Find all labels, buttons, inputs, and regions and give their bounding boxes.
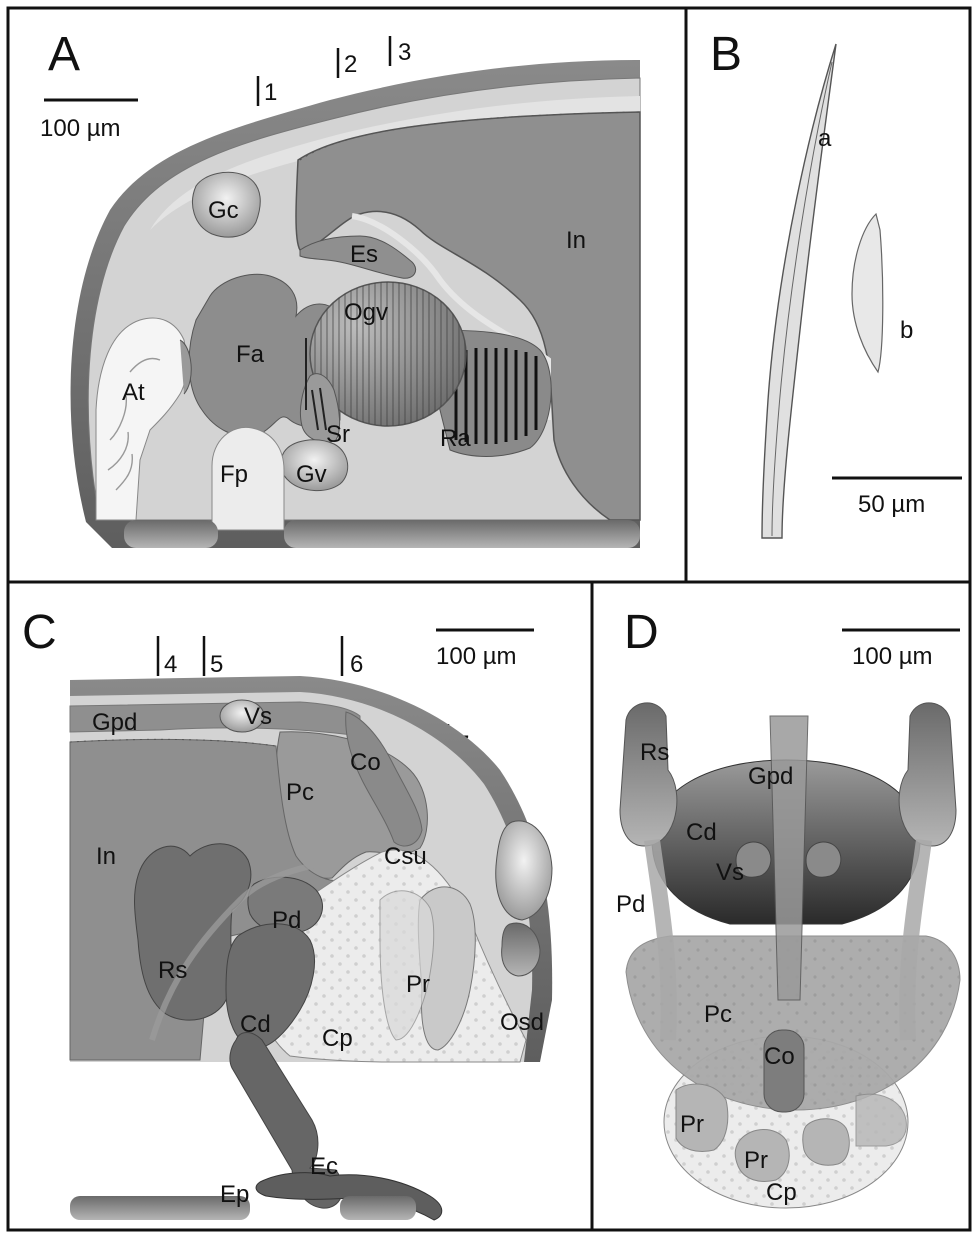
- section-label-4: 4: [164, 651, 177, 678]
- panel-c-bottom-wall-right: [340, 1196, 416, 1220]
- panel-b-label-a: a: [818, 125, 832, 152]
- panel-d-label-rs: Rs: [640, 739, 669, 766]
- panel-d-label-pr-center: Pr: [744, 1147, 768, 1174]
- panel-c-label-in: In: [96, 843, 116, 870]
- panel-a-label-at: At: [122, 379, 145, 406]
- panel-d-label-cd: Cd: [686, 819, 717, 846]
- panel-a-label: A: [48, 28, 80, 81]
- section-label-1: 1: [264, 79, 277, 106]
- panel-c-label-ep: Ep: [220, 1181, 249, 1208]
- panel-d-rs-left: [620, 703, 677, 846]
- panel-a-label-gv: Gv: [296, 461, 327, 488]
- panel-b-scale-text: 50 µm: [858, 491, 925, 518]
- panel-a-label-ogv: Ogv: [344, 299, 388, 326]
- panel-b-spicule-a: [762, 44, 836, 538]
- panel-a-label-es: Es: [350, 241, 378, 268]
- panel-c-label-cp: Cp: [322, 1025, 353, 1052]
- panel-c-label-osd: Osd: [500, 1009, 544, 1036]
- panel-c-label-pd: Pd: [272, 907, 301, 934]
- panel-c-label: C: [22, 606, 57, 659]
- section-label-2: 2: [344, 51, 357, 78]
- panel-b: B a b 50 µm: [710, 28, 962, 538]
- panel-a-label-ra: Ra: [440, 425, 471, 452]
- section-label-5: 5: [210, 651, 223, 678]
- panel-d-label-pc: Pc: [704, 1001, 732, 1028]
- panel-d-label-co: Co: [764, 1043, 795, 1070]
- panel-c-label-pr: Pr: [406, 971, 430, 998]
- panel-d: D 100 µm Rs Gpd Cd Vs Pd Pc C: [616, 606, 960, 1208]
- panel-a: A 100 µm 1 2 3: [40, 28, 640, 548]
- panel-a-label-in: In: [566, 227, 586, 254]
- panel-d-label-pr-left: Pr: [680, 1111, 704, 1138]
- panel-a-bottom-wall-left: [124, 520, 218, 548]
- panel-d-label: D: [624, 606, 659, 659]
- panel-c-scale-text: 100 µm: [436, 643, 517, 670]
- section-label-3: 3: [398, 39, 411, 66]
- section-label-6: 6: [350, 651, 363, 678]
- panel-d-pr-right: [803, 1119, 850, 1166]
- panel-c-label-vs: Vs: [244, 703, 272, 730]
- panel-b-label-b: b: [900, 317, 913, 344]
- panel-a-label-gc: Gc: [208, 197, 239, 224]
- panel-a-label-fp: Fp: [220, 461, 248, 488]
- panel-d-label-cp: Cp: [766, 1179, 797, 1206]
- panel-a-label-fa: Fa: [236, 341, 265, 368]
- panel-d-label-vs: Vs: [716, 859, 744, 886]
- panel-c-label-cd: Cd: [240, 1011, 271, 1038]
- panel-d-label-gpd: Gpd: [748, 763, 793, 790]
- panel-c-label-pc: Pc: [286, 779, 314, 806]
- panel-b-structure-b: [852, 214, 883, 372]
- panel-a-bottom-wall-right: [284, 520, 640, 548]
- panel-c-label-co: Co: [350, 749, 381, 776]
- panel-a-label-sr: Sr: [326, 421, 350, 448]
- panel-d-vs-right: [806, 842, 841, 877]
- panel-c-label-csu: Csu: [384, 843, 427, 870]
- panel-b-label: B: [710, 28, 742, 81]
- panel-c-label-ec: Ec: [310, 1153, 338, 1180]
- panel-d-label-pd: Pd: [616, 891, 645, 918]
- panel-c-label-gpd: Gpd: [92, 709, 137, 736]
- panel-c-label-rs: Rs: [158, 957, 187, 984]
- panel-c: C 100 µm 4 5 6 7: [22, 606, 552, 1220]
- panel-a-scale-text: 100 µm: [40, 115, 121, 142]
- panel-d-rs-right: [899, 703, 956, 846]
- panel-d-scale-text: 100 µm: [852, 643, 933, 670]
